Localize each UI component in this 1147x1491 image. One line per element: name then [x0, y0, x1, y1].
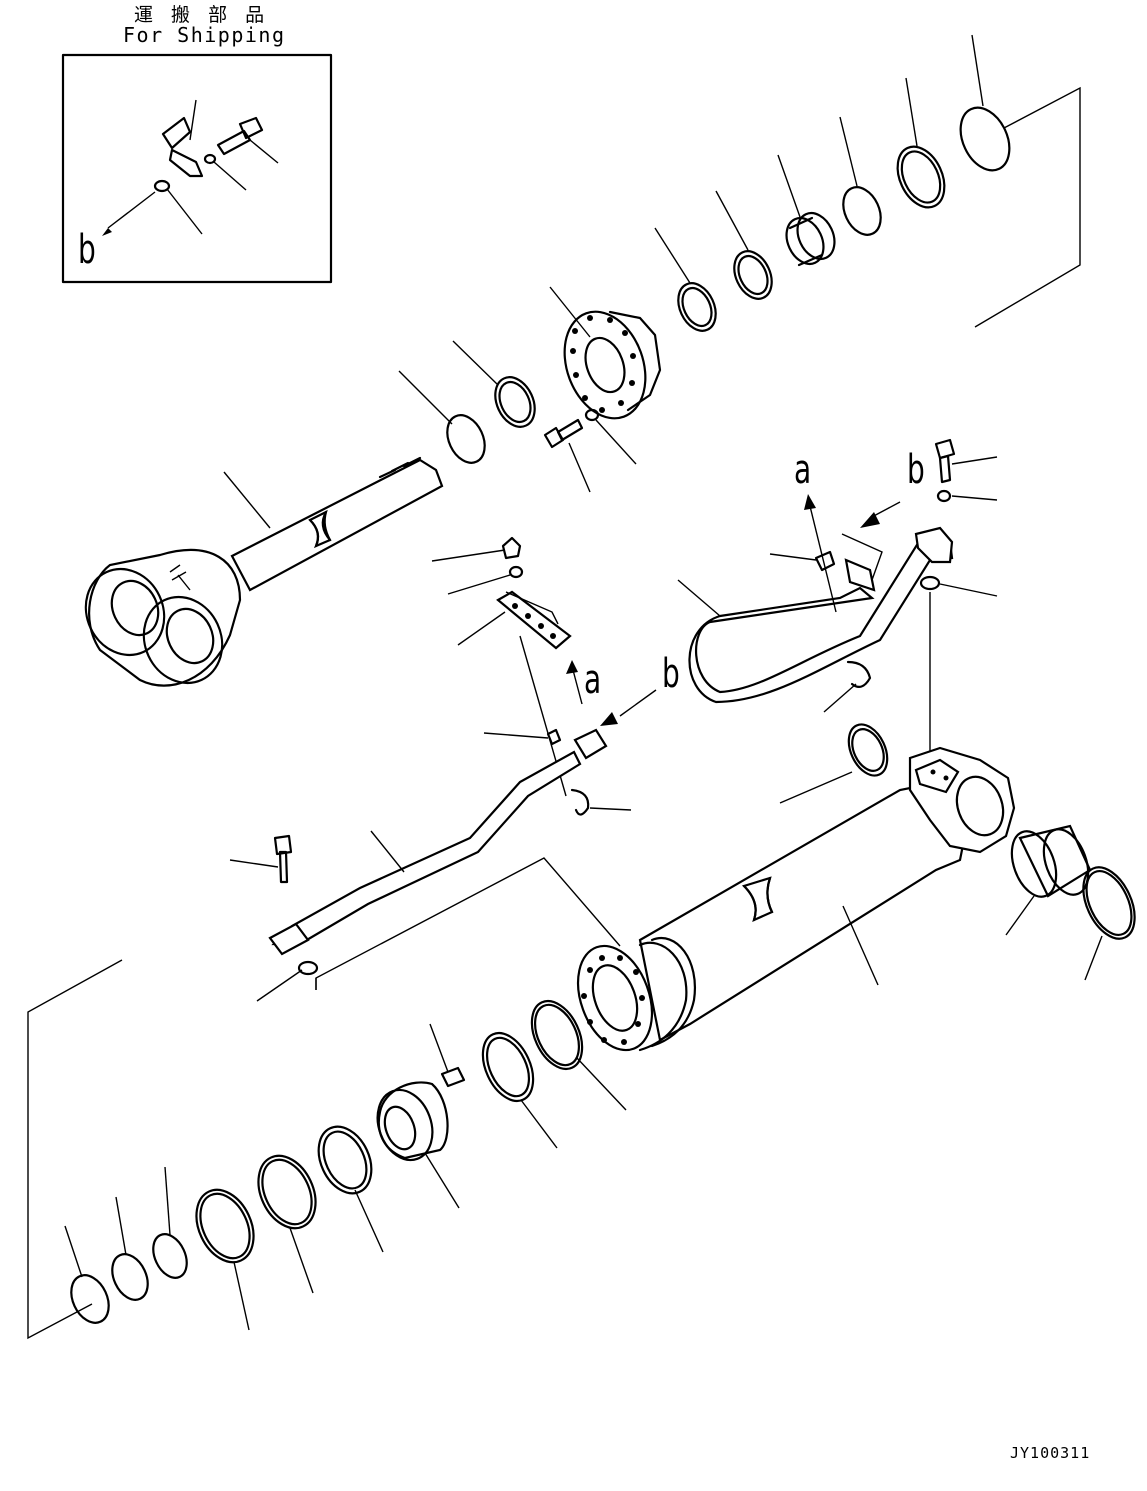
clamp-parts: [496, 536, 572, 650]
bottom-snap-ring: [1082, 866, 1136, 940]
upper-pipe-leader-lines: [677, 456, 998, 758]
backup-ring-outer: [896, 145, 946, 209]
head-leader-lines: [398, 34, 984, 493]
inset-arrow-b: [102, 228, 112, 236]
piston-leader-lines: [64, 1023, 627, 1331]
pipe-bolt: [273, 834, 293, 884]
inset-washer: [203, 153, 217, 165]
piston-group-outline: [27, 857, 621, 1340]
inset-leader-lines: [107, 99, 279, 235]
barrel-leader-lines: [779, 771, 879, 986]
cylinder-head: [563, 310, 662, 420]
flange-bolt: [919, 438, 956, 591]
head-bushing: [785, 211, 836, 267]
rod-packing: [677, 282, 717, 332]
bottom-side-pipe: [688, 526, 954, 704]
inset-o-ring: [153, 179, 171, 193]
dust-seal: [959, 106, 1011, 172]
piston-parts: [70, 999, 584, 1324]
bushing-leader-lines: [1005, 895, 1103, 981]
rod-seals: [446, 376, 536, 464]
head-washer: [584, 408, 600, 422]
figure-code: JY100311: [1010, 1444, 1091, 1462]
callout-b-upper: b: [907, 447, 925, 493]
inset-stopper: [168, 148, 204, 178]
pipe-leader-lines: [229, 689, 657, 1002]
head-group-outline: [974, 86, 1081, 328]
inset-bolt: [216, 116, 264, 156]
callout-b-inset: b: [78, 227, 96, 273]
head-seals: [677, 106, 1011, 332]
rod-leader-line: [223, 471, 271, 529]
arrow-a-upper: [804, 494, 816, 510]
callout-a-upper: a: [794, 447, 812, 493]
arrow-b-middle: [600, 712, 618, 726]
clamp-leader-lines: [431, 549, 567, 797]
inset-lock-plate: [161, 116, 192, 150]
buffer-ring: [733, 250, 773, 300]
shipping-inset-frame: [61, 53, 333, 284]
shipping-title-english: For Shipping: [123, 23, 286, 47]
cylinder-barrel: [576, 746, 1016, 1052]
snap-ring: [842, 186, 882, 236]
head-bolt: [543, 418, 584, 449]
shipping-inset: [61, 53, 333, 284]
barrel-seals: [847, 723, 889, 777]
shipping-title-japanese: 運 搬 部 品: [134, 4, 271, 26]
callout-b-middle: b: [662, 651, 680, 697]
callout-a-middle: a: [584, 657, 602, 703]
rod-side-pipe: [268, 728, 608, 976]
piston-rod: [84, 456, 444, 687]
arrow-a-middle: [566, 660, 578, 674]
